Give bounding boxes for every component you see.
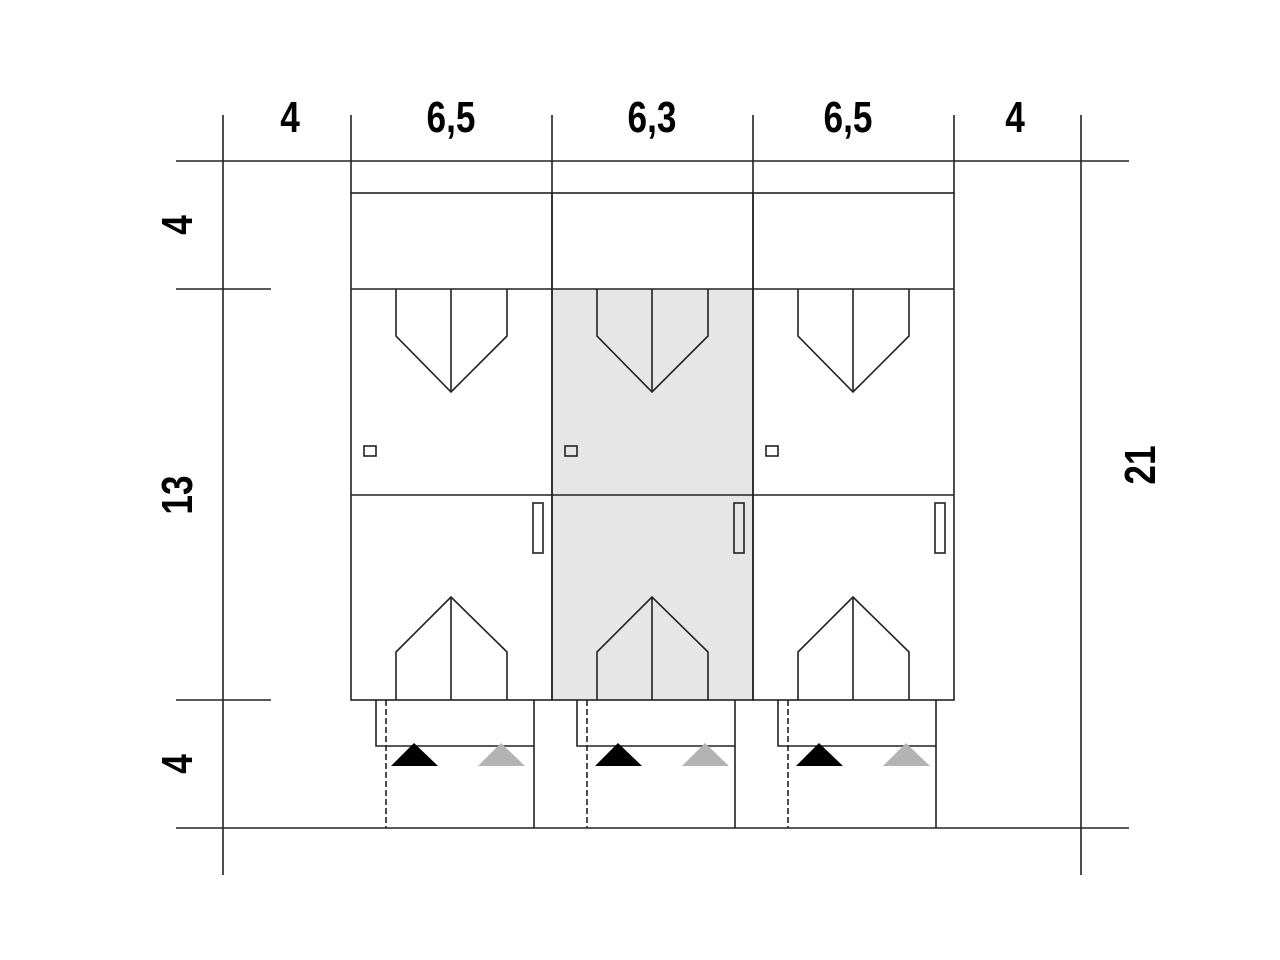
dim-top-unit-1: 6,5 [427,93,476,142]
dim-left-middle: 13 [153,475,202,514]
house-unit-1 [350,192,553,829]
entrance-arrow-light [883,743,930,766]
dim-left-bottom: 4 [153,754,202,774]
dim-top-right-setback: 4 [1005,93,1025,142]
entrance-arrow-dark [391,743,438,766]
dim-right-total: 21 [1116,445,1165,484]
dim-top-left-setback: 4 [280,93,300,142]
dim-top-unit-3: 6,5 [824,93,873,142]
house-unit-2 [551,192,754,829]
entrance-arrow-light [682,743,729,766]
entrance-arrow-dark [796,743,843,766]
house-unit-3 [752,192,955,829]
entrance-arrow-light [478,743,525,766]
dim-top-unit-2: 6,3 [628,93,677,142]
entrance-arrow-dark [595,743,642,766]
dim-left-top: 4 [153,215,202,235]
dimension-lines [176,115,1129,875]
